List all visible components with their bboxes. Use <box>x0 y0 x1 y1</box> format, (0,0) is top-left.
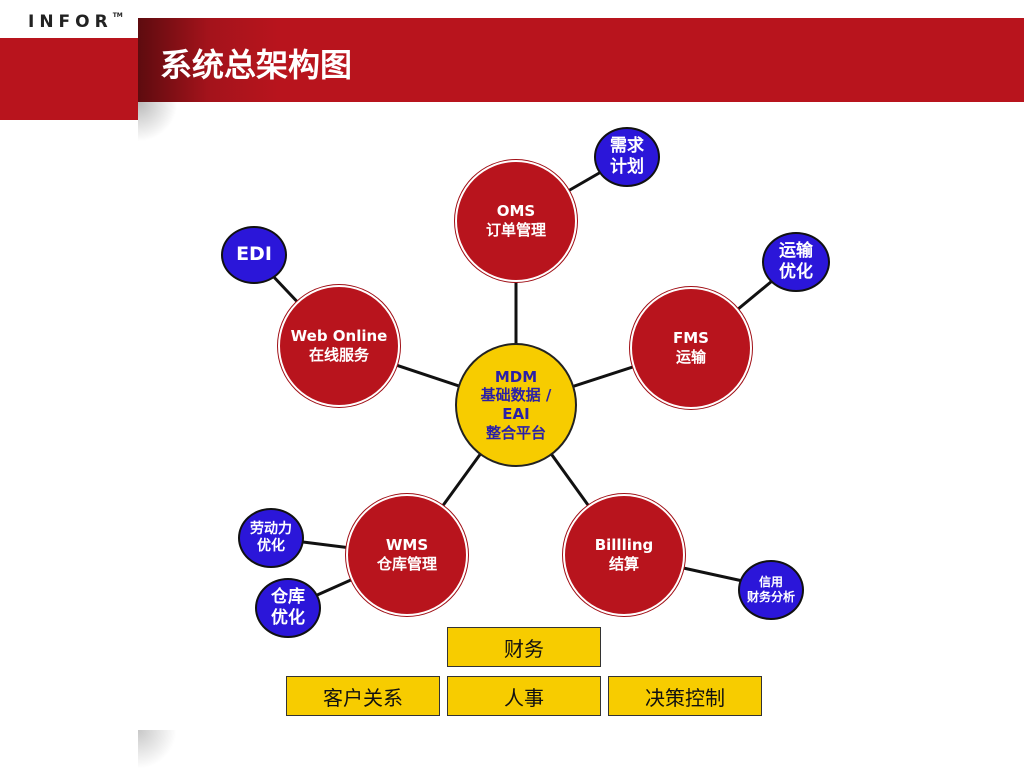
mdm-line-3: EAI <box>502 405 530 423</box>
credit-finance-node: 信用 财务分析 <box>738 560 804 620</box>
transport-optimization-node: 运输 优化 <box>762 232 830 292</box>
mdm-core-node: MDM 基础数据 / EAI 整合平台 <box>455 343 577 467</box>
warehouse-optimization-node: 仓库 优化 <box>255 578 321 638</box>
crm-box: 客户关系 <box>286 676 440 716</box>
warehouse-line-1: 仓库 <box>271 586 305 607</box>
wms-subtitle: 仓库管理 <box>376 555 437 573</box>
corner-shadow-top <box>138 102 178 142</box>
infor-logo: INFORTM <box>28 12 123 32</box>
header-band-left <box>0 38 138 120</box>
oms-subtitle: 订单管理 <box>485 221 546 239</box>
page-title: 系统总架构图 <box>160 46 353 84</box>
mdm-line-2: 基础数据 / <box>480 386 552 405</box>
labor-optimization-node: 劳动力 优化 <box>238 508 304 568</box>
fms-title: FMS <box>673 329 709 348</box>
wms-node: WMS 仓库管理 <box>346 494 468 616</box>
oms-title: OMS <box>496 202 536 221</box>
edi-label: EDI <box>236 243 272 266</box>
web-online-subtitle: 在线服务 <box>308 346 369 364</box>
edi-node: EDI <box>221 226 287 284</box>
billing-title: Billling <box>594 536 654 555</box>
demand-line-1: 需求 <box>610 135 644 156</box>
hr-box: 人事 <box>447 676 601 716</box>
web-online-title: Web Online <box>290 327 388 346</box>
mdm-line-1: MDM <box>494 367 538 386</box>
header-band <box>138 18 1024 102</box>
transport-line-2: 优化 <box>779 262 813 282</box>
warehouse-line-2: 优化 <box>271 608 305 628</box>
finance-box: 财务 <box>447 627 601 667</box>
demand-planning-node: 需求 计划 <box>594 127 660 187</box>
billing-node: Billling 结算 <box>563 494 685 616</box>
fms-subtitle: 运输 <box>675 348 706 366</box>
corner-shadow-bottom <box>138 730 178 768</box>
credit-line-2: 财务分析 <box>746 590 795 604</box>
fms-node: FMS 运输 <box>630 287 752 409</box>
wms-title: WMS <box>385 536 429 555</box>
credit-line-1: 信用 <box>758 575 783 589</box>
demand-line-2: 计划 <box>610 157 644 177</box>
web-online-node: Web Online 在线服务 <box>278 285 400 407</box>
transport-line-1: 运输 <box>779 240 813 261</box>
oms-node: OMS 订单管理 <box>455 160 577 282</box>
labor-line-1: 劳动力 <box>250 520 292 537</box>
mdm-line-4: 整合平台 <box>485 423 546 442</box>
labor-line-2: 优化 <box>257 538 285 554</box>
decision-control-box: 决策控制 <box>608 676 762 716</box>
billing-subtitle: 结算 <box>608 555 639 573</box>
